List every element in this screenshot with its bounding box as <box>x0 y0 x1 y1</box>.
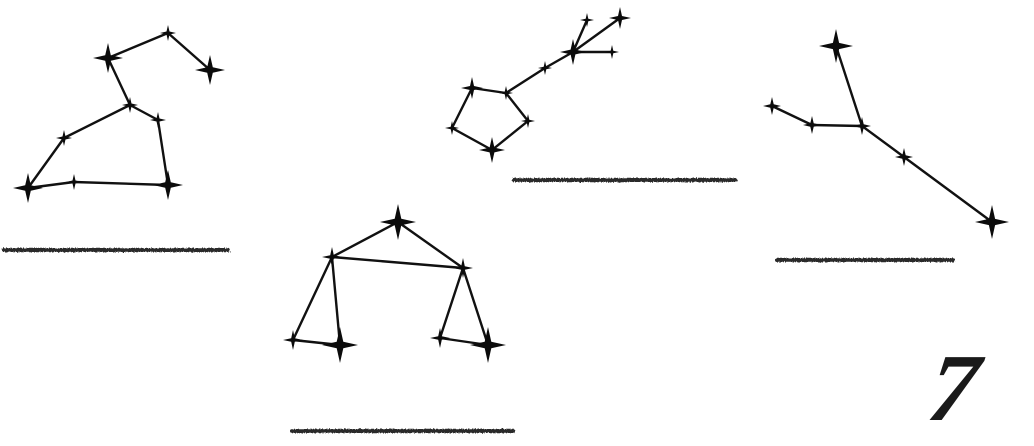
constellation-line <box>130 105 158 120</box>
star-icon <box>122 97 138 113</box>
star-icon <box>975 205 1009 239</box>
constellation-line <box>545 52 573 68</box>
star-icon <box>470 327 506 363</box>
star-icon <box>380 204 416 240</box>
constellation-2 <box>445 7 631 163</box>
constellation-line <box>463 268 488 345</box>
answer-line <box>2 248 230 252</box>
star-icon <box>445 121 459 135</box>
star-icon <box>430 328 450 348</box>
answer-line <box>775 258 955 262</box>
star-icon <box>763 97 781 115</box>
star-icon <box>819 29 853 63</box>
star-icon <box>283 330 303 350</box>
star-icon <box>93 43 123 73</box>
constellation-line <box>398 222 463 268</box>
constellation-line <box>836 46 862 126</box>
constellation-line <box>506 68 545 93</box>
constellation-line <box>862 126 904 157</box>
star-icon <box>13 173 43 203</box>
star-icon <box>803 116 821 134</box>
star-icon <box>66 174 82 190</box>
constellation-4 <box>763 29 1009 239</box>
star-icon <box>895 148 913 166</box>
constellation-line <box>332 257 340 345</box>
star-icon <box>479 137 505 163</box>
star-icon <box>322 247 342 267</box>
star-icon <box>609 7 631 29</box>
constellation-line <box>108 33 168 58</box>
constellation-line <box>492 121 528 150</box>
star-icon <box>853 117 871 135</box>
star-icon <box>538 61 552 75</box>
constellation-line <box>440 268 463 338</box>
star-icon <box>153 170 183 200</box>
star-icon <box>150 112 166 128</box>
constellation-1 <box>13 25 225 203</box>
star-icon <box>560 39 586 65</box>
constellation-line <box>506 93 528 121</box>
answer-lines <box>2 178 955 433</box>
constellation-line <box>64 105 130 138</box>
answer-line <box>290 429 515 433</box>
constellation-line <box>168 33 210 70</box>
page-number: 7 <box>923 338 1017 438</box>
constellation-line <box>904 157 992 222</box>
star-icon <box>56 130 72 146</box>
constellation-line <box>158 120 168 185</box>
answer-line <box>512 178 737 182</box>
constellation-3 <box>283 204 506 363</box>
constellation-line <box>452 128 492 150</box>
constellation-line <box>28 138 64 188</box>
constellation-line <box>772 106 812 125</box>
star-icon <box>580 13 594 27</box>
star-icon <box>453 258 473 278</box>
star-icon <box>461 77 483 99</box>
constellation-line <box>293 257 332 340</box>
constellation-line <box>108 58 130 105</box>
constellation-line <box>452 88 472 128</box>
star-icon <box>605 45 619 59</box>
constellation-line <box>332 222 398 257</box>
constellation-line <box>332 257 463 268</box>
constellation-line <box>74 182 168 185</box>
star-icon <box>322 327 358 363</box>
